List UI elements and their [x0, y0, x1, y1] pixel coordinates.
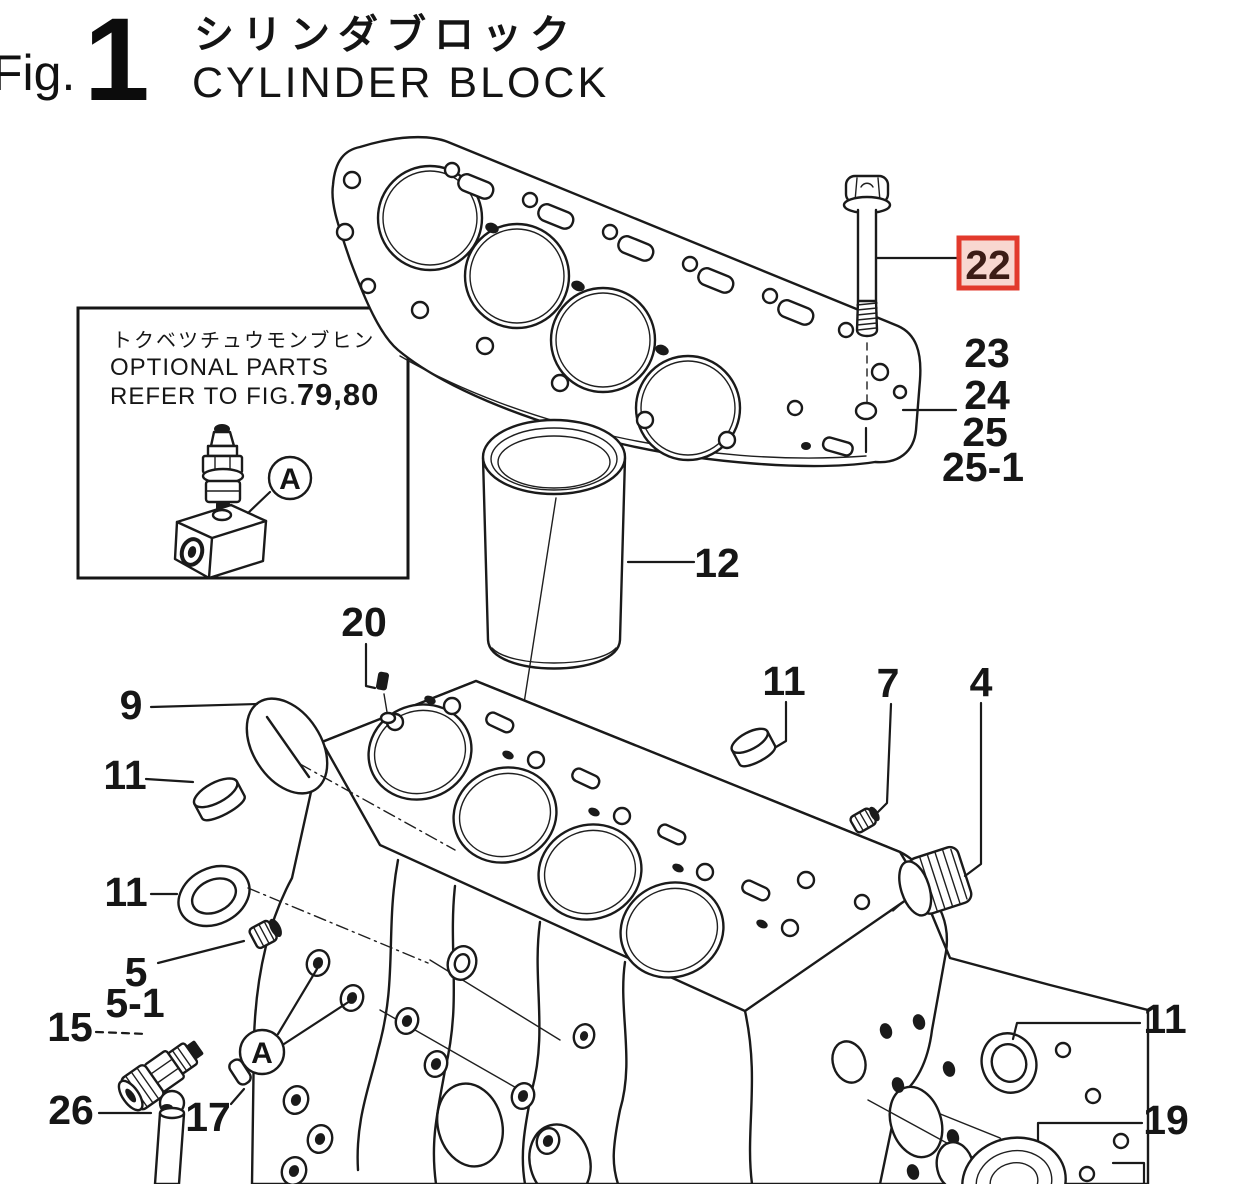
fig-label: Fig.	[0, 45, 75, 101]
optional-sensor-drawing: A	[173, 424, 313, 580]
highlighted-part-22[interactable]: 22	[956, 235, 1020, 291]
part-label-23[interactable]: 23	[964, 330, 1010, 376]
part-label-9[interactable]: 9	[120, 682, 143, 728]
part-label-5[interactable]: 5	[125, 949, 148, 995]
part-label-25[interactable]: 25	[962, 409, 1008, 455]
cylinder-liner-drawing	[481, 418, 627, 807]
dowel-20	[375, 671, 397, 725]
callout-a-optional: A	[279, 463, 301, 496]
cup-plug-11-right	[730, 727, 777, 768]
part-label-15[interactable]: 15	[47, 1004, 93, 1050]
fig-number: 1	[84, 0, 150, 126]
disc-part-9	[245, 697, 329, 795]
part-label-11-d[interactable]: 11	[1143, 996, 1186, 1042]
title-japanese: シリンダブロック	[194, 12, 578, 57]
part-label-11-a[interactable]: 11	[103, 752, 146, 798]
part-label-26[interactable]: 26	[48, 1087, 94, 1133]
part-label-17[interactable]: 17	[185, 1094, 231, 1140]
part-label-20[interactable]: 20	[341, 599, 387, 645]
callout-a-block: A	[238, 1028, 286, 1076]
plug-4	[898, 845, 973, 917]
pipe-26	[153, 1089, 186, 1184]
callout-a-label: A	[251, 1037, 273, 1070]
part-labels: 22 23 24 25 25-1 12 20 9 11 11 5 5-1 15 …	[47, 235, 1189, 1143]
head-gasket-drawing	[331, 135, 922, 468]
optional-refer-text: REFER TO FIG.79,80	[110, 377, 379, 412]
part-label-19[interactable]: 19	[1143, 1097, 1189, 1143]
leader-lines	[94, 256, 1146, 1184]
bearing-assembly-drawing	[935, 1136, 1067, 1184]
optional-parts-box: トクベツチュウモンブヒン OPTIONAL PARTS REFER TO FIG…	[76, 306, 410, 580]
part-label-11-c[interactable]: 11	[762, 658, 805, 704]
part-label-22[interactable]: 22	[965, 242, 1011, 288]
engine-block-drawing	[250, 679, 1150, 1184]
optional-note-japanese: トクベツチュウモンブヒン	[112, 328, 375, 352]
part-label-11-b[interactable]: 11	[104, 869, 147, 915]
title-english: CYLINDER BLOCK	[192, 59, 609, 107]
front-face-holes	[280, 945, 596, 1184]
ring-11-left	[177, 864, 251, 928]
plug-7	[849, 806, 880, 834]
part-label-25-1[interactable]: 25-1	[942, 444, 1024, 490]
part-label-12[interactable]: 12	[694, 540, 740, 586]
fitting-15	[117, 1040, 204, 1112]
cup-plug-11-left	[192, 777, 246, 822]
ring-11-bottom-right	[980, 1032, 1038, 1094]
part-label-5-1[interactable]: 5-1	[105, 980, 164, 1026]
figure-title: Fig. 1 シリンダブロック CYLINDER BLOCK	[0, 0, 609, 126]
plug-5	[248, 918, 282, 950]
part-label-7[interactable]: 7	[877, 660, 900, 706]
optional-parts-text: OPTIONAL PARTS	[110, 354, 329, 381]
head-bolt-drawing	[842, 174, 892, 404]
part-label-24[interactable]: 24	[964, 372, 1010, 418]
part-label-4[interactable]: 4	[970, 659, 993, 705]
